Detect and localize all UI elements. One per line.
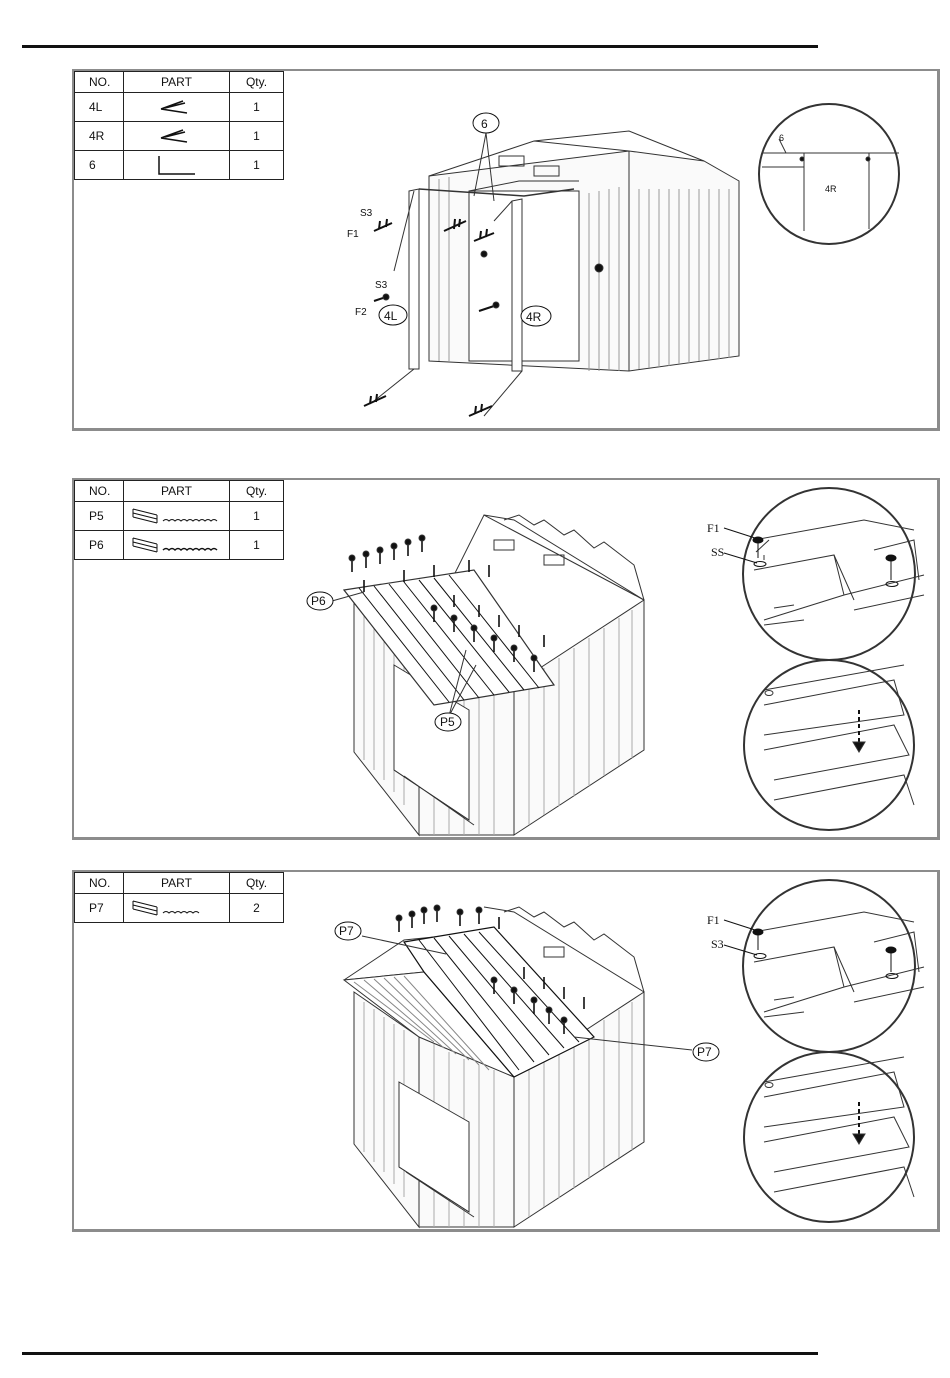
callout-p5: P5 — [440, 715, 455, 729]
detail-label-4r: 4R — [825, 184, 837, 194]
detail-label-6: 6 — [779, 133, 784, 143]
callout-s3-top: S3 — [360, 208, 373, 219]
callout-4r: 4R — [526, 310, 542, 324]
callout-f2: F2 — [355, 307, 367, 318]
detail-label-s3: S3 — [711, 937, 724, 951]
callout-f1: F1 — [347, 229, 359, 240]
callout-p7-right: P7 — [697, 1045, 712, 1059]
detail-label-f1: F1 — [707, 521, 720, 535]
callout-6: 6 — [481, 117, 488, 131]
roof-p7-illustration: P7 P7 F1 S3 — [74, 872, 938, 1230]
callout-s3-mid: S3 — [375, 280, 388, 291]
door-frame-assembly-illustration: 6 S3 F1 S3 F2 4L 4R 6 4R — [74, 71, 938, 429]
roof-p5-p6-illustration: P6 P5 F1 SS — [74, 480, 938, 838]
step-panel-roof-p7: NO. PART Qty. P7 2 — [72, 870, 940, 1232]
detail-label-f1: F1 — [707, 913, 720, 927]
step-panel-door-frame: NO. PART Qty. 4L 1 4R 1 6 1 — [72, 69, 940, 431]
step-panel-roof-p5-p6: NO. PART Qty. P5 1 P6 1 — [72, 478, 940, 840]
top-rule — [22, 45, 818, 48]
callout-p6: P6 — [311, 594, 326, 608]
callout-4l: 4L — [384, 309, 398, 323]
callout-p7-left: P7 — [339, 924, 354, 938]
detail-label-ss: SS — [711, 545, 724, 559]
bottom-rule — [22, 1352, 818, 1355]
